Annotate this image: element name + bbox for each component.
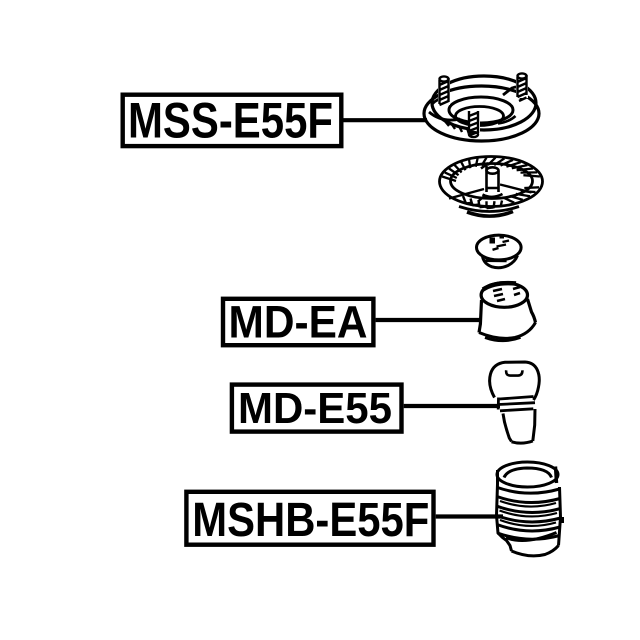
svg-text:MSS-E55F: MSS-E55F [128, 93, 333, 149]
svg-text:MSHB-E55F: MSHB-E55F [192, 494, 429, 547]
svg-text:MD-EA: MD-EA [229, 296, 368, 347]
svg-text:MD-E55: MD-E55 [238, 384, 392, 433]
